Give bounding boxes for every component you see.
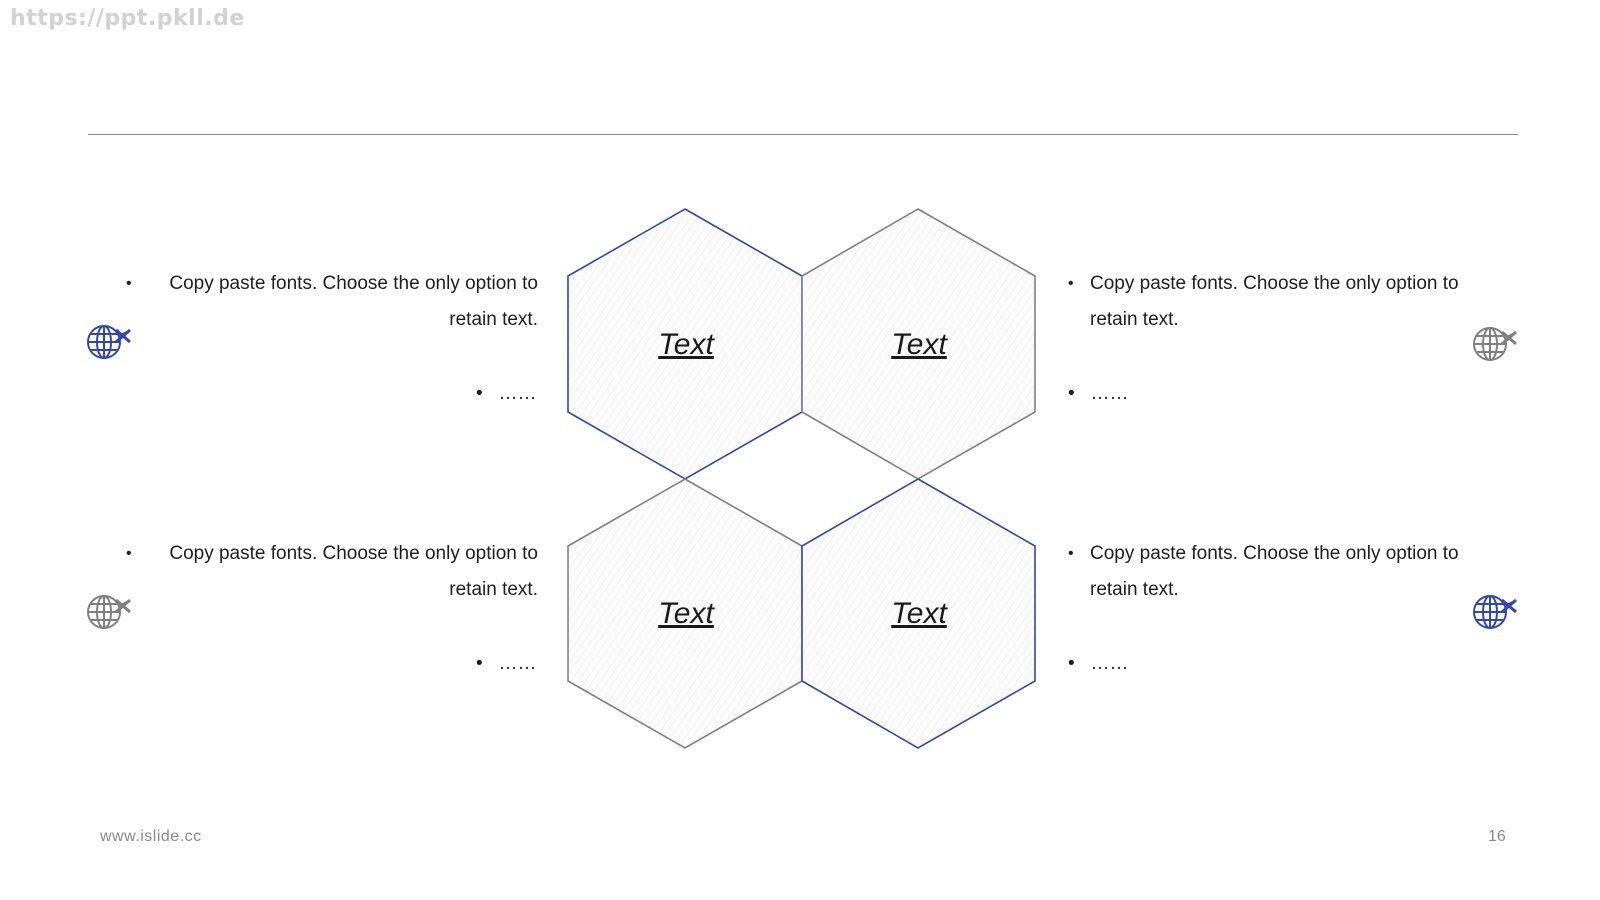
panel-bottom-left-sub-text: • …… <box>476 653 537 674</box>
title-divider <box>88 134 1518 135</box>
hexagon-label-bottom-right: Text <box>891 597 947 630</box>
page-number: 16 <box>1488 828 1506 845</box>
panel-bottom-right-main-text: • Copy paste fonts. Choose the only opti… <box>1068 536 1530 608</box>
hexagon-label-top-left: Text <box>658 328 714 361</box>
panel-top-left-main-text: • Copy paste fonts. Choose the only opti… <box>126 266 538 338</box>
panel-top-right-sub-text: • …… <box>1068 383 1129 404</box>
bullet-dot: • <box>126 275 132 292</box>
bullet-dot: • <box>126 545 132 562</box>
hexagon-bottom-right <box>801 478 1036 749</box>
panel-bottom-left-main-text: • Copy paste fonts. Choose the only opti… <box>126 536 538 608</box>
globe-plane-icon <box>87 325 131 359</box>
panel-top-right-main-text: • Copy paste fonts. Choose the only opti… <box>1068 266 1530 338</box>
watermark: https://ppt.pkll.de <box>10 6 245 31</box>
hexagon-label-bottom-left: Text <box>658 597 714 630</box>
bullet-dot: • <box>1068 545 1074 562</box>
bullet-dot: • <box>1068 275 1074 292</box>
panel-bottom-right-sub-text: • …… <box>1068 653 1129 674</box>
globe-plane-icon <box>87 595 131 629</box>
globe-plane-icon <box>1473 595 1517 629</box>
panel-top-left-sub-text: • …… <box>476 383 537 404</box>
hexagon-label-top-right: Text <box>891 328 947 361</box>
globe-plane-icon <box>1473 327 1517 361</box>
footer-url: www.islide.cc <box>100 828 202 845</box>
